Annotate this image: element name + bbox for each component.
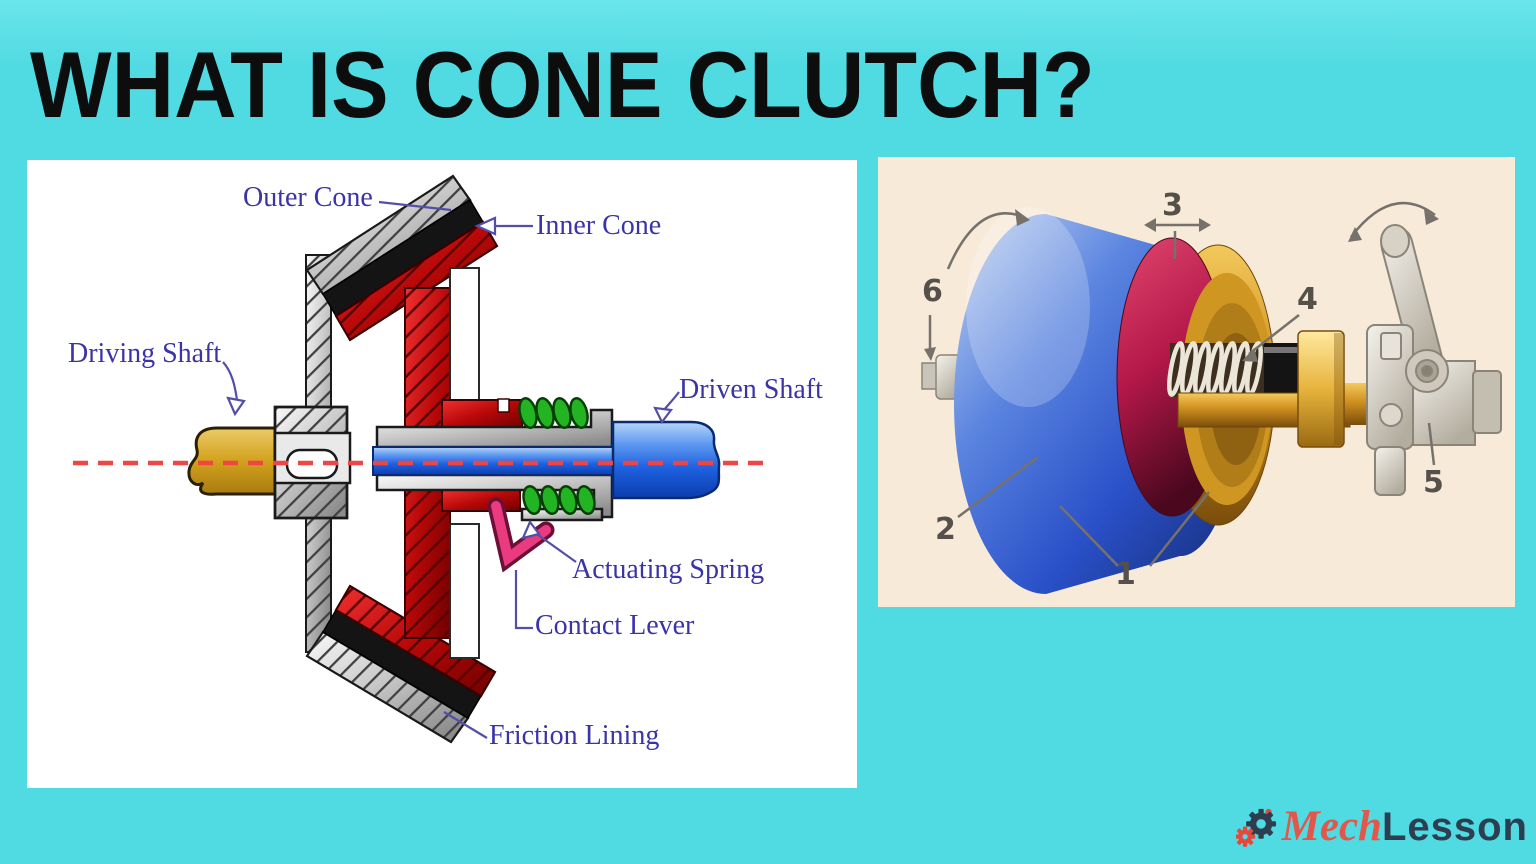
inner-cone-surface-bottom: [449, 523, 480, 659]
contact-lever-shape: [487, 497, 555, 573]
part-number-5: 5: [1423, 465, 1444, 500]
part-number-4: 4: [1297, 282, 1318, 317]
label-inner-cone: Inner Cone: [536, 210, 662, 241]
part-number-3: 3: [1162, 188, 1183, 223]
page-title: WHAT IS CONE CLUTCH?: [30, 32, 1095, 137]
logo-brand-second: Lesson: [1381, 804, 1528, 849]
mechlesson-logo: MechLesson: [1236, 792, 1528, 860]
part-number-6: 6: [922, 274, 943, 309]
cross-section-art: [73, 174, 769, 744]
part-number-1: 1: [1115, 557, 1136, 592]
lever-fork-shape: [1366, 224, 1502, 496]
label-driven-shaft: Driven Shaft: [679, 374, 823, 405]
logo-text: MechLesson: [1282, 802, 1528, 851]
inner-cone-surface-top: [449, 267, 480, 403]
part-number-2: 2: [935, 512, 956, 547]
cone-clutch-3d-panel: 1 2 3 4 5 6: [878, 157, 1515, 607]
label-driving-shaft: Driving Shaft: [68, 338, 222, 369]
label-friction-lining: Friction Lining: [489, 720, 660, 751]
logo-brand-first: Mech: [1281, 802, 1382, 850]
label-outer-cone: Outer Cone: [243, 182, 373, 213]
leader-lines: [222, 200, 680, 739]
actuating-spring-shape: [518, 397, 596, 515]
label-contact-lever: Contact Lever: [535, 610, 695, 641]
spring-3d-shape: [1167, 341, 1298, 399]
cone-clutch-cross-section-panel: Outer Cone Inner Cone Driving Shaft Driv…: [27, 160, 857, 788]
gear-icon: [1236, 808, 1277, 847]
figure-leaders-arrows: [924, 201, 1439, 567]
label-actuating-spring: Actuating Spring: [572, 554, 765, 585]
exploded-view-art: [921, 201, 1502, 594]
